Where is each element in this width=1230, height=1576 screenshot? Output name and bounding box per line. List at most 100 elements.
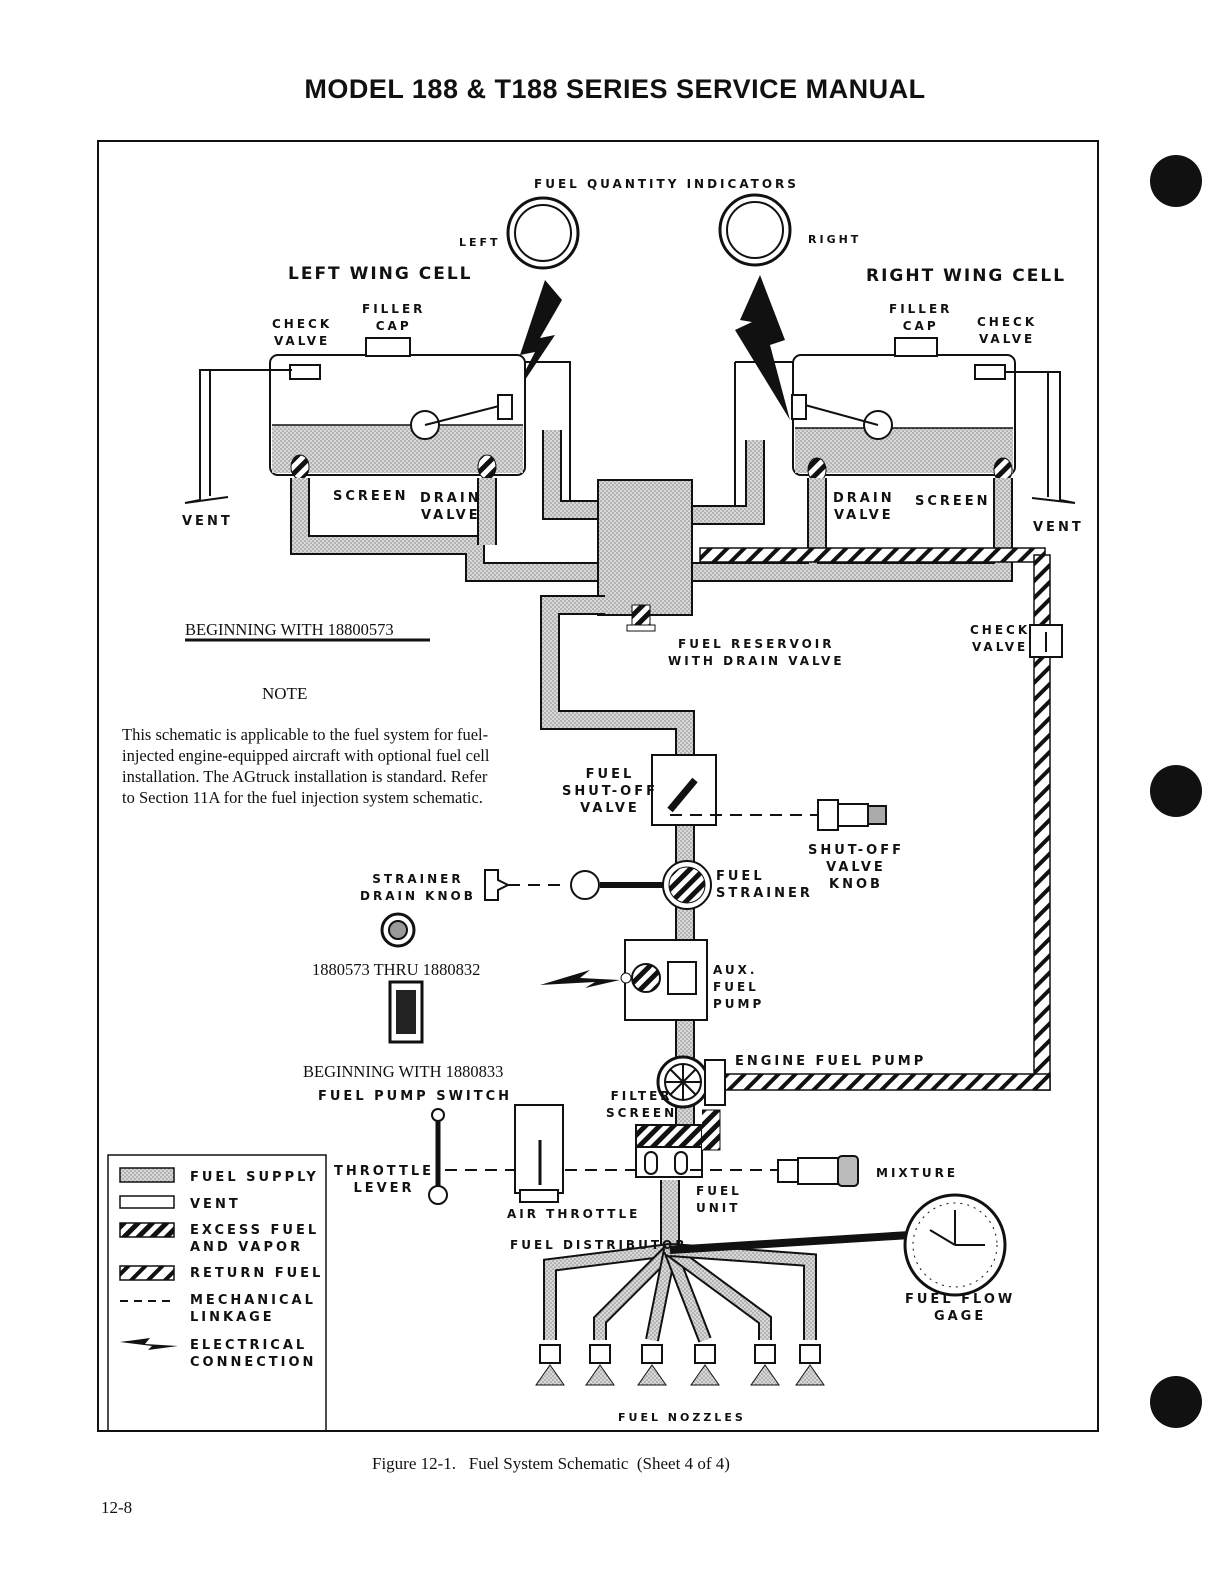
label-right: RIGHT (808, 233, 862, 246)
label-fuel-flow-gage-line1: FUEL FLOW (905, 1292, 1016, 1307)
legend-electrical-connection: ELECTRICAL CONNECTION (190, 1337, 316, 1371)
engine-fuel-pump (656, 1055, 726, 1109)
label-engine-fuel-pump: ENGINE FUEL PUMP (735, 1054, 927, 1069)
right-wing-cell-tank (791, 337, 1016, 483)
fuel-quantity-indicator-right-icon (718, 193, 792, 267)
label-drain-valve-left: DRAIN VALVE (420, 490, 482, 524)
label-strainer-drain-line2: DRAIN KNOB (360, 889, 476, 903)
electrical-bolt-right-icon (735, 275, 790, 420)
binder-hole (1150, 155, 1202, 207)
fuel-nozzles (535, 1344, 825, 1386)
legend-mechanical-linkage: MECHANICAL LINKAGE (190, 1292, 316, 1326)
fuel-quantity-indicator-left-icon (506, 196, 580, 270)
label-fuel-strainer: FUEL STRAINER (716, 868, 813, 902)
legend-excess-fuel-line1: EXCESS FUEL (190, 1223, 320, 1238)
right-vent-line (1005, 371, 1076, 504)
label-screen-left: SCREEN (333, 489, 409, 504)
label-fuel-strainer-line2: STRAINER (716, 886, 813, 901)
label-aux-pump-line1: AUX. (713, 963, 758, 977)
legend-box (107, 1154, 327, 1432)
label-fuel-flow-gage-line2: GAGE (933, 1309, 987, 1324)
note-beginning-with: BEGINNING WITH 18800573 (185, 620, 394, 639)
legend-fuel-supply: FUEL SUPPLY (190, 1170, 319, 1185)
reservoir-outlet-line (540, 595, 695, 760)
label-drain-valve-right: DRAIN VALVE (833, 490, 895, 524)
label-strainer-drain-line1: STRAINER (372, 872, 464, 886)
left-wing-cell-tank (269, 337, 526, 480)
legend-excess-fuel-line2: AND VAPOR (190, 1240, 304, 1255)
return-line-bottom (719, 1073, 1051, 1091)
label-air-throttle: AIR THROTTLE (507, 1207, 641, 1221)
label-drain-valve-right-line2: VALVE (833, 508, 894, 523)
figure-frame (97, 140, 1099, 1432)
legend-excess-fuel: EXCESS FUEL AND VAPOR (190, 1222, 319, 1256)
note-title: NOTE (262, 684, 308, 703)
label-aux-fuel-pump: AUX. FUEL PUMP (713, 962, 764, 1013)
label-left: LEFT (459, 236, 501, 249)
aux-fuel-pump (620, 939, 708, 1021)
label-throttle-lever: THROTTLE LEVER (334, 1163, 434, 1197)
label-shutoff-knob-line3: KNOB (829, 877, 883, 892)
label-fuel-unit: FUEL UNIT (696, 1183, 742, 1217)
binder-hole (1150, 1376, 1202, 1428)
label-shutoff-knob-line2: VALVE (826, 860, 886, 875)
label-fuel-distributor: FUEL DISTRIBUTOR (510, 1238, 688, 1252)
label-drain-valve-left-line2: VALVE (420, 508, 481, 523)
air-throttle-icon (514, 1104, 564, 1203)
legend-swatches (119, 1167, 178, 1350)
label-shutoff-valve-line1: FUEL (585, 767, 635, 782)
note-switch-range-2: BEGINNING WITH 1880833 (303, 1062, 504, 1081)
legend-mechanical-line2: LINKAGE (190, 1310, 275, 1325)
figure-caption: Figure 12-1. Fuel System Schematic (Shee… (372, 1454, 730, 1473)
label-drain-valve-right-line1: DRAIN (833, 491, 895, 506)
label-vent-right: VENT (1033, 520, 1084, 535)
label-filler-cap-right-line1: FILLER (889, 302, 953, 316)
return-line-top (699, 547, 1046, 563)
label-check-valve-right-line1: CHECK (977, 315, 1038, 329)
note-switch-range-1: 1880573 THRU 1880832 (312, 960, 481, 979)
fuel-strainer (662, 860, 712, 910)
shutoff-valve (651, 754, 717, 826)
legend-vent: VENT (190, 1197, 241, 1212)
shutoff-valve-knob-icon (817, 799, 887, 831)
label-check-valve-right-line2: VALVE (978, 332, 1036, 346)
label-fuel-unit-line2: UNIT (696, 1201, 741, 1215)
label-fuel-reservoir: FUEL RESERVOIR WITH DRAIN VALVE (668, 636, 845, 670)
label-fuel-reservoir-line2: WITH DRAIN VALVE (668, 654, 845, 668)
left-vent-line (184, 369, 292, 504)
label-filler-cap-right-line2: CAP (902, 319, 939, 333)
fuel-flow-gage-icon (903, 1193, 1007, 1297)
label-check-valve-return: CHECK VALVE (970, 622, 1030, 656)
fuel-pump-toggle-switch-icon (380, 912, 416, 948)
page-number: 12-8 (101, 1498, 133, 1517)
label-aux-pump-line3: PUMP (713, 997, 765, 1011)
label-throttle-lever-line2: LEVER (353, 1181, 415, 1196)
label-mixture: MIXTURE (876, 1166, 959, 1180)
label-screen-right: SCREEN (915, 494, 991, 509)
electrical-bolt-left-icon (505, 280, 562, 410)
label-check-valve-left-line2: VALVE (273, 334, 331, 348)
fuel-nozzle-lines (543, 1180, 911, 1343)
mixture-control-knob-icon (777, 1155, 859, 1187)
label-drain-valve-left-line1: DRAIN (420, 491, 482, 506)
label-filler-cap-left-line2: CAP (375, 319, 412, 333)
label-check-valve-left-line1: CHECK (272, 317, 333, 331)
label-vent-left: VENT (182, 514, 233, 529)
fuel-reservoir (597, 479, 693, 632)
label-shutoff-knob-line1: SHUT-OFF (808, 843, 904, 858)
label-filter-screen-line2: SCREEN (606, 1106, 678, 1120)
legend-electrical-line1: ELECTRICAL (190, 1338, 308, 1353)
label-fuel-pump-switch: FUEL PUMP SWITCH (318, 1089, 513, 1104)
label-check-valve-right: CHECK VALVE (977, 314, 1037, 348)
label-check-valve-return-line2: VALVE (971, 640, 1029, 654)
label-throttle-lever-line1: THROTTLE (334, 1164, 435, 1179)
fuel-pump-rocker-switch-icon (388, 980, 424, 1044)
label-check-valve-return-line1: CHECK (970, 623, 1031, 637)
label-shutoff-valve-line2: SHUT-OFF (562, 784, 658, 799)
label-strainer-drain-knob: STRAINER DRAIN KNOB (360, 871, 476, 905)
throttle-lever-icon (428, 1108, 448, 1205)
label-fuel-unit-line1: FUEL (696, 1184, 742, 1198)
page-header: MODEL 188 & T188 SERIES SERVICE MANUAL (304, 74, 926, 104)
legend-electrical-line2: CONNECTION (190, 1355, 317, 1370)
